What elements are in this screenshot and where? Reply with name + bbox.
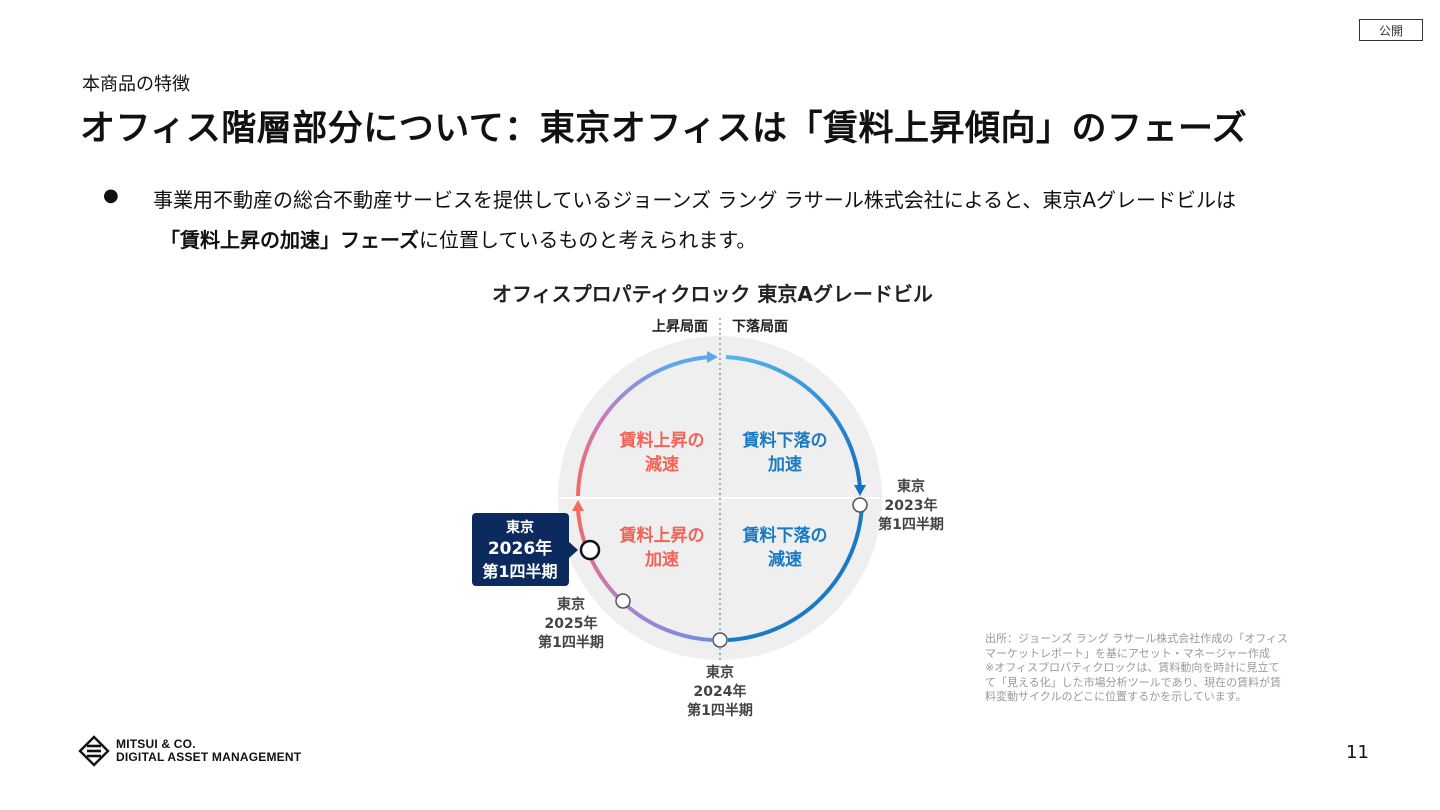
label-2023-line3: 第1四半期 [878, 516, 944, 533]
label-2023-line2: 2023年 [885, 497, 938, 514]
fall-decel-arc [727, 504, 864, 642]
fall-arrowhead-icon [854, 485, 866, 496]
quadrant-top-right-line1: 賃料下落の [742, 430, 828, 451]
label-2023-line1: 東京 [897, 478, 925, 495]
quadrant-bottom-right-line1: 賃料下落の [742, 525, 828, 546]
point-2024 [712, 632, 728, 648]
point-2025 [615, 593, 631, 609]
source-note-line: 出所：ジョーンズ ラング ラサール株式会社作成の「オフィス [985, 632, 1289, 645]
rise-decel-arc [576, 355, 712, 497]
public-badge: 公開 [1359, 19, 1423, 41]
point-2023 [852, 497, 868, 513]
label-2025-line3: 第1四半期 [538, 634, 604, 651]
label-2026-line1: 東京 [506, 519, 534, 536]
quadrant-top-left-line1: 賃料上昇の [619, 430, 705, 451]
quadrant-bottom-left-line2: 加速 [644, 549, 679, 570]
logo-text: MITSUI & CO. DIGITAL ASSET MANAGEMENT [116, 738, 301, 764]
quadrant-bottom-right-line2: 減速 [768, 549, 802, 570]
page-title: オフィス階層部分について：東京オフィスは「賃料上昇傾向」のフェーズ [80, 109, 1248, 149]
label-2024-line2: 2024年 [694, 683, 747, 700]
page-number: 11 [1346, 742, 1369, 763]
rise-accel-arrowhead-icon [572, 500, 584, 511]
source-note-line: て「見える化」した市場分析ツールであり、現在の賃料が賃 [985, 675, 1282, 689]
fall-accel-arc [725, 355, 862, 489]
rise-arrowhead-icon [707, 351, 718, 363]
label-2025-line1: 東京 [557, 596, 585, 613]
logo-line1: MITSUI & CO. [116, 737, 196, 751]
current-position-callout: 東京 2026年 第1四半期 [472, 513, 578, 586]
bullet-emphasis: 「賃料上昇の加速」フェーズ [160, 228, 419, 252]
property-clock-diagram: 上昇局面 下落局面 賃料上昇の 減速 賃料下落の 加速 賃料上昇の 加速 賃料下… [472, 318, 944, 719]
company-logo: MITSUI & CO. DIGITAL ASSET MANAGEMENT [78, 735, 301, 767]
source-note-line: マーケットレポート」を基にアセット・マネージャー作成 [985, 646, 1271, 660]
label-2026-line2: 2026年 [488, 538, 552, 559]
falling-phase-label: 下落局面 [732, 318, 788, 335]
bullet-marker: ● [103, 185, 119, 206]
point-2026-current [579, 539, 601, 561]
section-subtitle: 本商品の特徴 [82, 74, 190, 95]
label-2025-line2: 2025年 [545, 615, 598, 632]
quadrant-bottom-left-line1: 賃料上昇の [619, 525, 705, 546]
source-note-line: ※オフィスプロパティクロックは、賃料動向を時計に見立て [985, 661, 1280, 674]
label-2024-line1: 東京 [706, 664, 734, 681]
bullet-text-line1: 事業用不動産の総合不動産サービスを提供しているジョーンズ ラング ラサール株式会… [153, 188, 1236, 212]
rising-phase-label: 上昇局面 [652, 319, 708, 335]
bullet-text-line2: 「賃料上昇の加速」フェーズに位置しているものと考えられます。 [160, 224, 756, 253]
logo-line2: DIGITAL ASSET MANAGEMENT [116, 750, 302, 764]
quadrant-top-right-line2: 加速 [767, 454, 802, 475]
quadrant-top-left-line2: 減速 [645, 454, 679, 475]
label-2026-line3: 第1四半期 [482, 562, 557, 581]
mitsui-emblem-icon [78, 735, 110, 767]
label-2024-line3: 第1四半期 [687, 702, 753, 719]
source-note: 出所：ジョーンズ ラング ラサール株式会社作成の「オフィス マーケットレポート」… [985, 632, 1325, 705]
figure-title: オフィスプロパティクロック 東京Aグレードビル [492, 282, 933, 306]
bullet-text-rest: に位置しているものと考えられます。 [419, 228, 757, 252]
source-note-line: 料変動サイクルのどこに位置するかを示しています。 [985, 690, 1247, 703]
